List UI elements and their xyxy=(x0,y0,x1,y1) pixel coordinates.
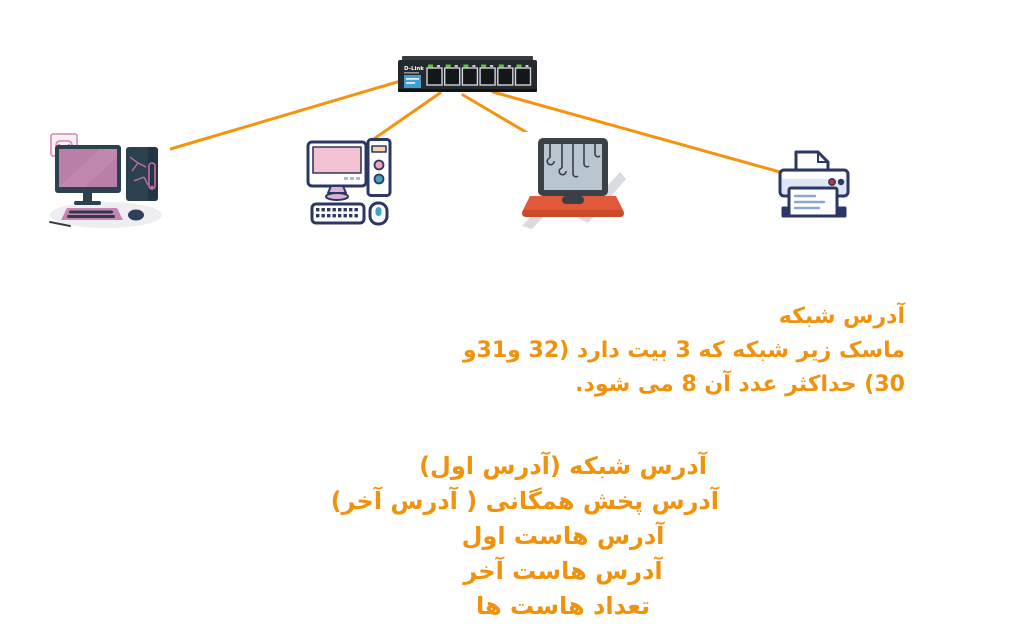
network-switch: D-Link xyxy=(398,56,537,92)
wire-to-pc2 xyxy=(366,91,442,145)
port-led xyxy=(498,64,504,68)
keyboard-keys xyxy=(316,208,358,218)
label-mark xyxy=(406,82,415,84)
switch-ports xyxy=(426,64,532,86)
port-led xyxy=(481,64,487,68)
wire-to-printer xyxy=(491,90,782,174)
address-list-item: آدرس هاست آخر xyxy=(463,557,663,585)
tower-button-teal xyxy=(373,173,385,185)
port-led xyxy=(445,64,451,68)
switch-base-shadow xyxy=(398,89,537,92)
port-mark xyxy=(454,65,458,67)
desktop-computer-icon xyxy=(306,138,392,226)
printed-text-lines xyxy=(793,194,826,210)
address-list-item: آدرس هاست اول xyxy=(461,522,665,550)
wire-to-pc1 xyxy=(165,78,406,152)
ethernet-port xyxy=(497,67,514,86)
note-line: 30) حداکثر عدد آن 8 می شود. xyxy=(575,372,905,397)
laptop-illustration xyxy=(520,132,626,229)
address-list-item: تعداد هاست ها xyxy=(476,592,650,620)
tower-slot xyxy=(371,145,387,153)
switch-brand-label: D-Link xyxy=(404,66,424,72)
label-mark xyxy=(406,78,419,80)
subnet-notes: آدرس شبکه ماسک زیر شبکه که 3 بیت دارد (3… xyxy=(462,300,905,402)
mouse xyxy=(128,209,144,221)
keyboard xyxy=(310,202,366,225)
note-line: ماسک زیر شبکه که 3 بیت دارد (32 و31و xyxy=(462,338,905,363)
monitor-chin-dots xyxy=(344,177,360,180)
laptop-base xyxy=(522,196,624,217)
tower-button-pink xyxy=(373,159,385,171)
ethernet-port xyxy=(461,67,479,86)
monitor-stand xyxy=(327,185,347,194)
printer-icon xyxy=(778,150,850,218)
switch-blue-label xyxy=(404,75,421,88)
port-mark xyxy=(472,65,476,67)
port-mark xyxy=(525,65,529,67)
laptop-handle-notch xyxy=(562,196,584,204)
power-button-red xyxy=(828,178,836,186)
monitor-screen xyxy=(312,146,362,174)
ethernet-port xyxy=(444,67,461,86)
switch-model-text xyxy=(404,72,419,74)
mouse-scroll xyxy=(375,207,382,216)
power-button-dark xyxy=(837,178,845,186)
hanging-hooks xyxy=(546,144,601,178)
note-line: آدرس شبکه xyxy=(778,304,905,329)
monitor-base xyxy=(325,192,349,201)
port-led xyxy=(463,64,469,68)
address-list-item: آدرس پخش همگانی ( آدرس آخر) xyxy=(330,487,719,515)
pen xyxy=(49,221,71,227)
ethernet-port xyxy=(426,67,443,86)
laptop-screen xyxy=(538,138,608,196)
printer-body-highlight xyxy=(782,172,846,179)
desktop-computer-illustration xyxy=(46,127,170,228)
port-mark xyxy=(490,65,494,67)
address-list: آدرس شبکه (آدرس اول) آدرس پخش همگانی ( آ… xyxy=(330,449,719,624)
address-list-item: آدرس شبکه (آدرس اول) xyxy=(419,452,707,480)
paper-fold xyxy=(817,152,828,163)
port-led xyxy=(428,64,433,68)
port-led xyxy=(516,64,522,68)
computer-tower xyxy=(126,147,158,201)
ethernet-port xyxy=(479,67,496,86)
ethernet-port xyxy=(514,67,532,86)
port-mark xyxy=(437,65,440,67)
port-mark xyxy=(507,65,511,67)
keyboard xyxy=(61,208,123,220)
monitor xyxy=(55,145,121,205)
